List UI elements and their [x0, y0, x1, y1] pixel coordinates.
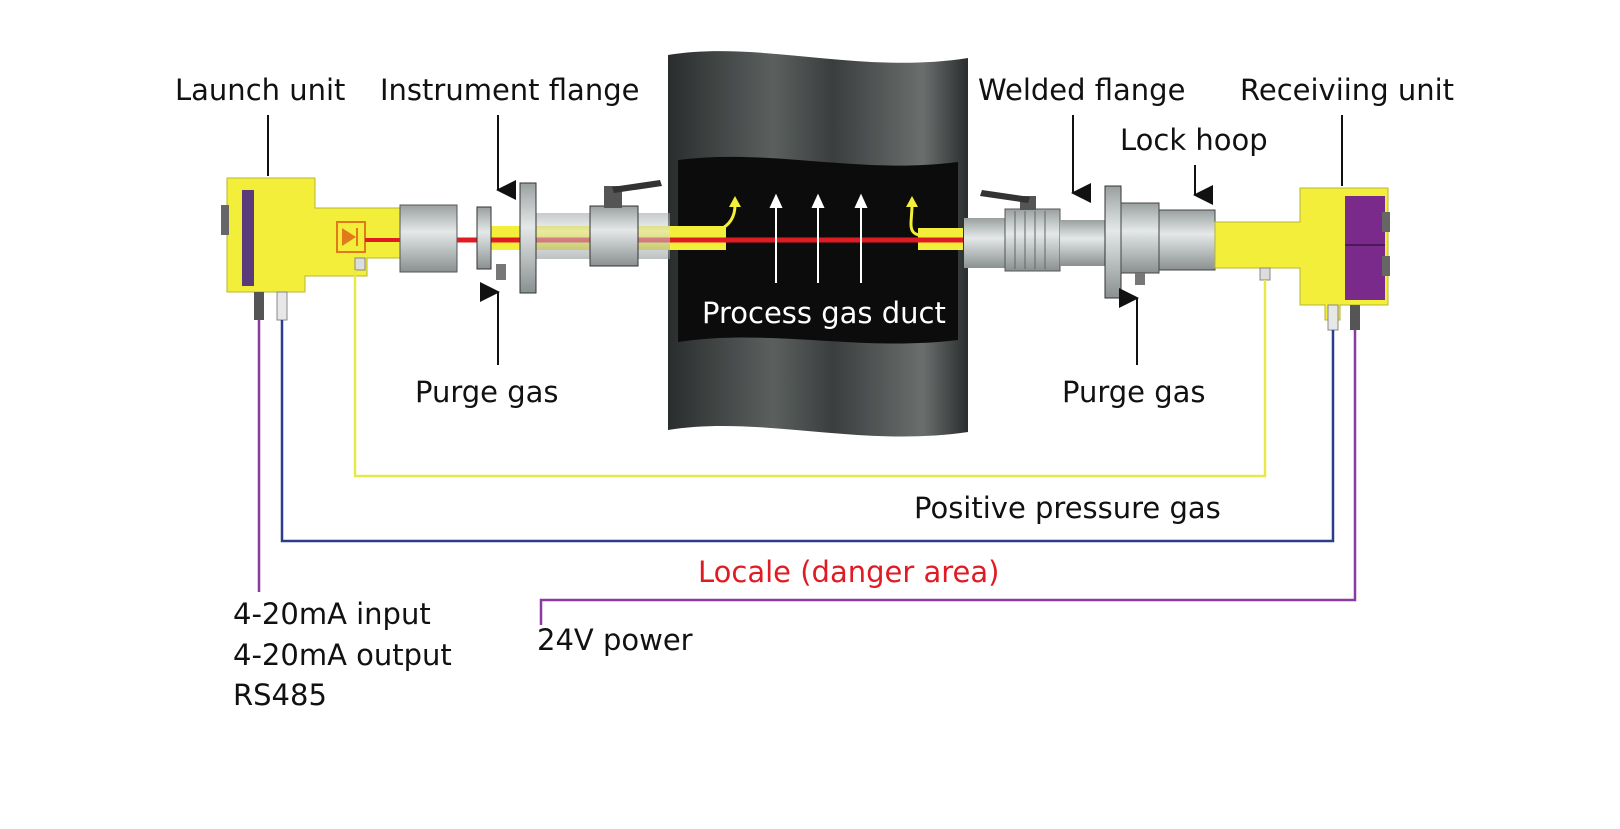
label-welded-flange: Welded flange — [978, 73, 1185, 107]
launch-unit-module — [242, 190, 254, 286]
signal-link-line — [280, 320, 1335, 543]
label-instrument-flange: Instrument flange — [380, 73, 639, 107]
launch-window-housing — [399, 204, 458, 273]
label-locale-danger-area: Locale (danger area) — [698, 555, 999, 589]
label-io-output: 4-20mA output — [233, 638, 452, 672]
receiving-unit-body — [1214, 187, 1389, 321]
instrument-flange-assembly — [476, 180, 670, 294]
left-purge-port — [496, 264, 506, 280]
launch-cable-gland-1 — [254, 292, 264, 320]
lock-hoop — [1158, 209, 1216, 271]
label-lock-hoop: Lock hoop — [1120, 123, 1268, 157]
label-launch-unit: Launch unit — [175, 73, 345, 107]
purge-curl-head-left — [729, 196, 741, 207]
right-valve-handle — [980, 190, 1030, 203]
instrument-flange-plate — [519, 182, 537, 294]
label-process-gas-duct: Process gas duct — [702, 296, 946, 330]
laser-diode-box — [336, 221, 366, 253]
flow-arrow-head — [854, 193, 868, 208]
receiving-cable-gland-2 — [1350, 305, 1360, 330]
launch-purge-port — [354, 257, 366, 271]
launch-unit-latch — [221, 205, 229, 235]
label-purge-gas-right: Purge gas — [1062, 375, 1206, 409]
label-positive-pressure-gas: Positive pressure gas — [914, 491, 1221, 525]
receiving-unit-module — [1345, 196, 1385, 300]
receiving-unit-latch — [1382, 212, 1390, 232]
label-24v-power: 24V power — [537, 623, 693, 657]
label-purge-gas-left: Purge gas — [415, 375, 559, 409]
receiving-purge-port — [1259, 267, 1271, 281]
welded-flange-plate — [1104, 185, 1122, 299]
launch-unit — [221, 177, 458, 321]
receiving-unit — [1214, 187, 1390, 331]
receiving-cable-gland-1 — [1327, 304, 1339, 331]
left-valve-body — [589, 205, 639, 267]
right-spool — [1060, 220, 1105, 266]
label-receiving-unit: Receiviing unit — [1240, 73, 1454, 107]
flow-arrow-head — [769, 193, 783, 208]
receiving-unit-latch-2 — [1382, 256, 1390, 276]
flow-arrows — [769, 193, 868, 283]
label-io-input: 4-20mA input — [233, 597, 431, 631]
left-valve-handle — [612, 180, 662, 193]
right-flange-collar — [1120, 202, 1160, 274]
flow-arrow-head — [811, 193, 825, 208]
purge-curl-head-right — [906, 196, 918, 207]
right-valve-body — [1004, 208, 1061, 272]
welded-flange-assembly — [964, 185, 1216, 299]
power-line — [539, 330, 1357, 625]
label-io-rs485: RS485 — [233, 678, 327, 712]
instrument-flange-ring — [476, 206, 492, 270]
right-valve-ribs — [1014, 211, 1046, 269]
launch-cable-gland-2 — [276, 291, 288, 321]
positive-pressure-gas-line — [353, 270, 1267, 478]
laser-diode-icon — [342, 228, 356, 246]
right-purge-port — [1135, 273, 1145, 285]
